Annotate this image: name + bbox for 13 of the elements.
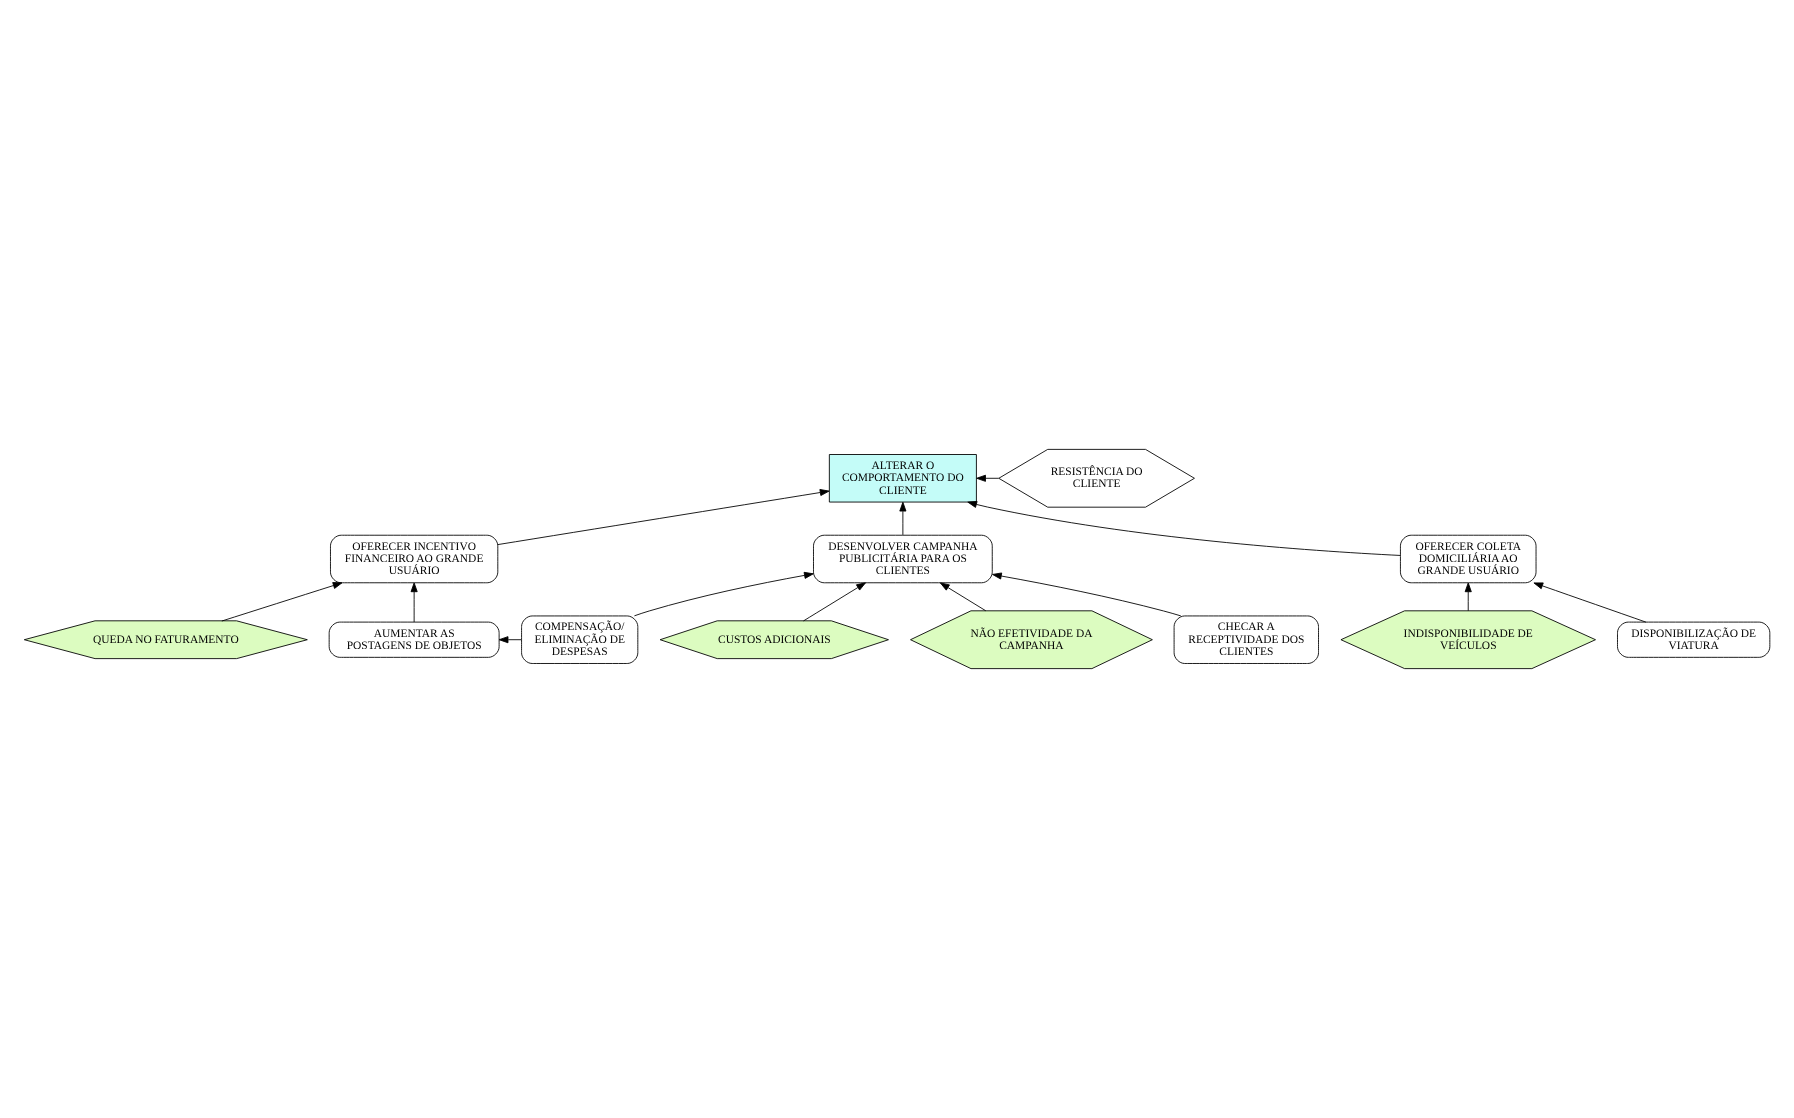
arrow — [497, 489, 830, 546]
arrow — [221, 582, 343, 622]
arrow — [899, 501, 907, 536]
arrow — [803, 582, 866, 622]
arrow — [939, 582, 987, 612]
arrow — [1533, 582, 1647, 623]
arrow — [410, 582, 418, 623]
arrow — [1464, 582, 1472, 612]
arrow — [498, 636, 522, 644]
arrow — [967, 501, 1401, 556]
arrow — [976, 474, 1000, 482]
arrow — [634, 571, 814, 617]
arrow — [992, 572, 1182, 617]
